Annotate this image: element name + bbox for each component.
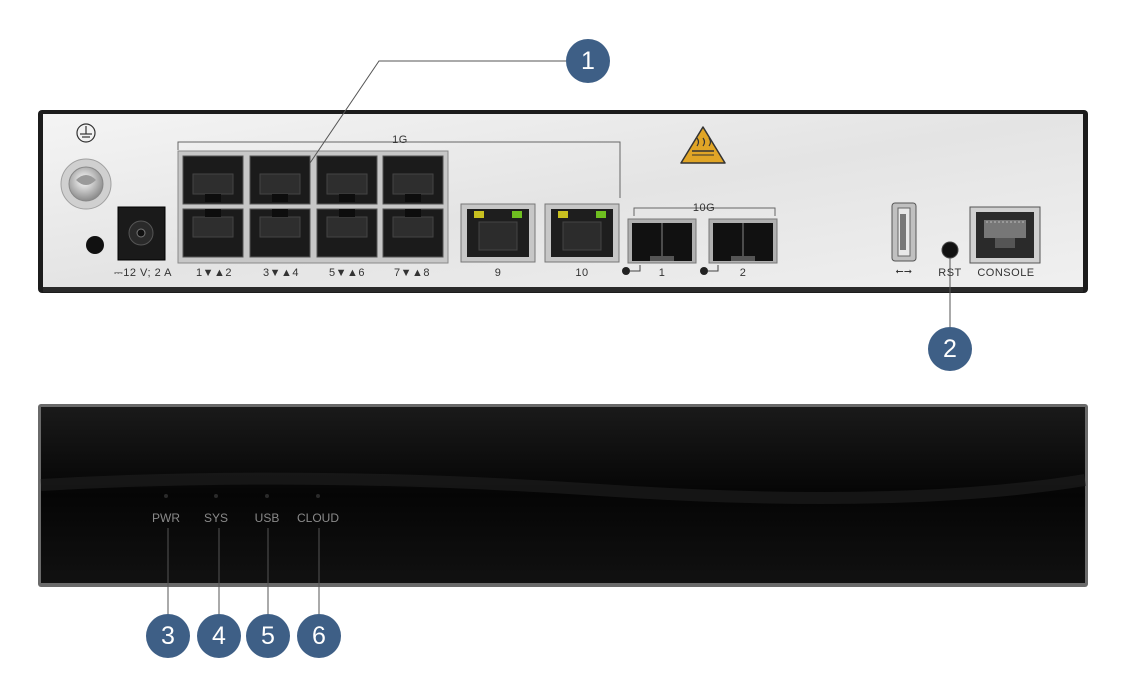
console-port[interactable] [969, 206, 1041, 264]
power-hole [86, 236, 104, 254]
led-indicator [164, 494, 168, 498]
callout-lines [167, 60, 951, 614]
usb-port[interactable] [891, 202, 917, 262]
rj45-port[interactable] [382, 208, 444, 258]
rj45-port[interactable] [316, 208, 378, 258]
sfp-port-2[interactable] [700, 218, 778, 275]
sfp-label: 2 [739, 267, 747, 279]
led-label-pwr: PWR [152, 511, 180, 525]
combo-port-10[interactable] [544, 203, 620, 263]
rj45-pair-label: 3▼▲4 [262, 267, 300, 279]
led-indicator [265, 494, 269, 498]
callout-badge-1: 1 [566, 39, 610, 83]
rj45-block [177, 150, 449, 264]
rj45-port[interactable] [249, 155, 311, 205]
callout-badge-5: 5 [246, 614, 290, 658]
ground-screw [60, 158, 112, 210]
led-indicator [214, 494, 218, 498]
power-label: ⎓12 V; 2 A [113, 267, 173, 279]
rj45-pair-label: 5▼▲6 [328, 267, 366, 279]
console-label: CONSOLE [977, 267, 1035, 279]
reset-pinhole[interactable] [941, 241, 959, 259]
callout-badge-4: 4 [197, 614, 241, 658]
led-indicator [316, 494, 320, 498]
rj45-port[interactable] [316, 155, 378, 205]
rj45-port[interactable] [182, 208, 244, 258]
callout-badge-3: 3 [146, 614, 190, 658]
hot-surface-warning-icon [680, 126, 726, 164]
power-jack[interactable] [117, 206, 166, 261]
callout-badge-2: 2 [928, 327, 972, 371]
led-label-sys: SYS [203, 511, 229, 525]
rj45-pair-label: 7▼▲8 [393, 267, 431, 279]
callout-badge-6: 6 [297, 614, 341, 658]
ground-symbol-icon [76, 123, 96, 143]
combo-port-label: 9 [494, 267, 502, 279]
group-1g-bracket [177, 141, 621, 198]
rj45-port[interactable] [382, 155, 444, 205]
group-1g-label: 1G [392, 134, 408, 146]
led-label-cloud: CLOUD [296, 511, 340, 525]
combo-port-9[interactable] [460, 203, 536, 263]
group-10g-label: 10G [692, 202, 716, 214]
combo-port-label: 10 [575, 267, 589, 279]
group-10g-bracket [633, 207, 776, 216]
sfp-port-1[interactable] [622, 218, 697, 275]
led-label-usb: USB [254, 511, 280, 525]
sfp-label: 1 [658, 267, 666, 279]
rj45-pair-label: 1▼▲2 [195, 267, 233, 279]
rj45-port[interactable] [249, 208, 311, 258]
usb-symbol-icon: ⭠⭢ [895, 266, 913, 277]
front-panel [38, 404, 1088, 587]
reset-label: RST [938, 267, 962, 279]
rj45-port[interactable] [182, 155, 244, 205]
